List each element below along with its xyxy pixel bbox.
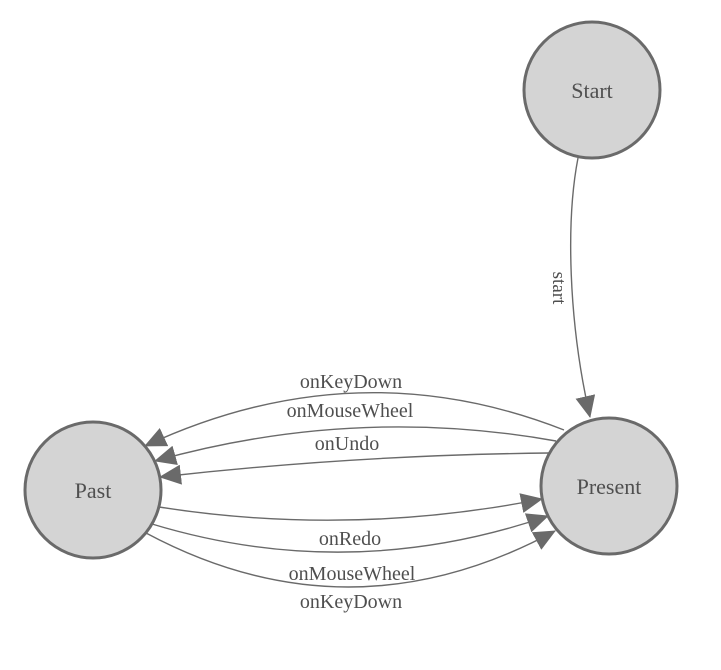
edge-label-onundo: onUndo [315, 433, 379, 455]
edge-label-onmousewheel-upper: onMouseWheel [287, 400, 414, 422]
edge-past-to-present-onredo [158, 493, 543, 521]
edge-label-onmousewheel-lower: onMouseWheel [289, 563, 416, 585]
edge-present-to-past-onmousewheel [154, 426, 557, 465]
edge-label-onredo: onRedo [319, 528, 381, 550]
node-label-start: Start [571, 78, 613, 103]
node-label-past: Past [75, 478, 112, 503]
node-label-present: Present [577, 474, 642, 499]
edge-present-to-past-onkeydown [144, 391, 565, 447]
node-present: Present [539, 416, 679, 556]
edge-label-group: start onKeyDown onMouseWheel onUndo onRe… [287, 272, 569, 613]
node-circle-past [23, 420, 163, 560]
node-start: Start [522, 20, 662, 160]
edge-past-to-present-onmousewheel [151, 513, 549, 553]
edge-label-start: start [548, 272, 569, 305]
edge-label-onkeydown-lower: onKeyDown [300, 591, 402, 613]
node-past: Past [23, 420, 163, 560]
edge-group [144, 157, 596, 588]
edge-present-to-past-onundo [159, 452, 550, 485]
edge-label-onkeydown-upper: onKeyDown [300, 371, 402, 393]
edge-past-to-present-onkeydown [145, 530, 556, 588]
node-circle-start [522, 20, 662, 160]
node-circle-present [539, 416, 679, 556]
edge-start-to-present [570, 157, 596, 418]
